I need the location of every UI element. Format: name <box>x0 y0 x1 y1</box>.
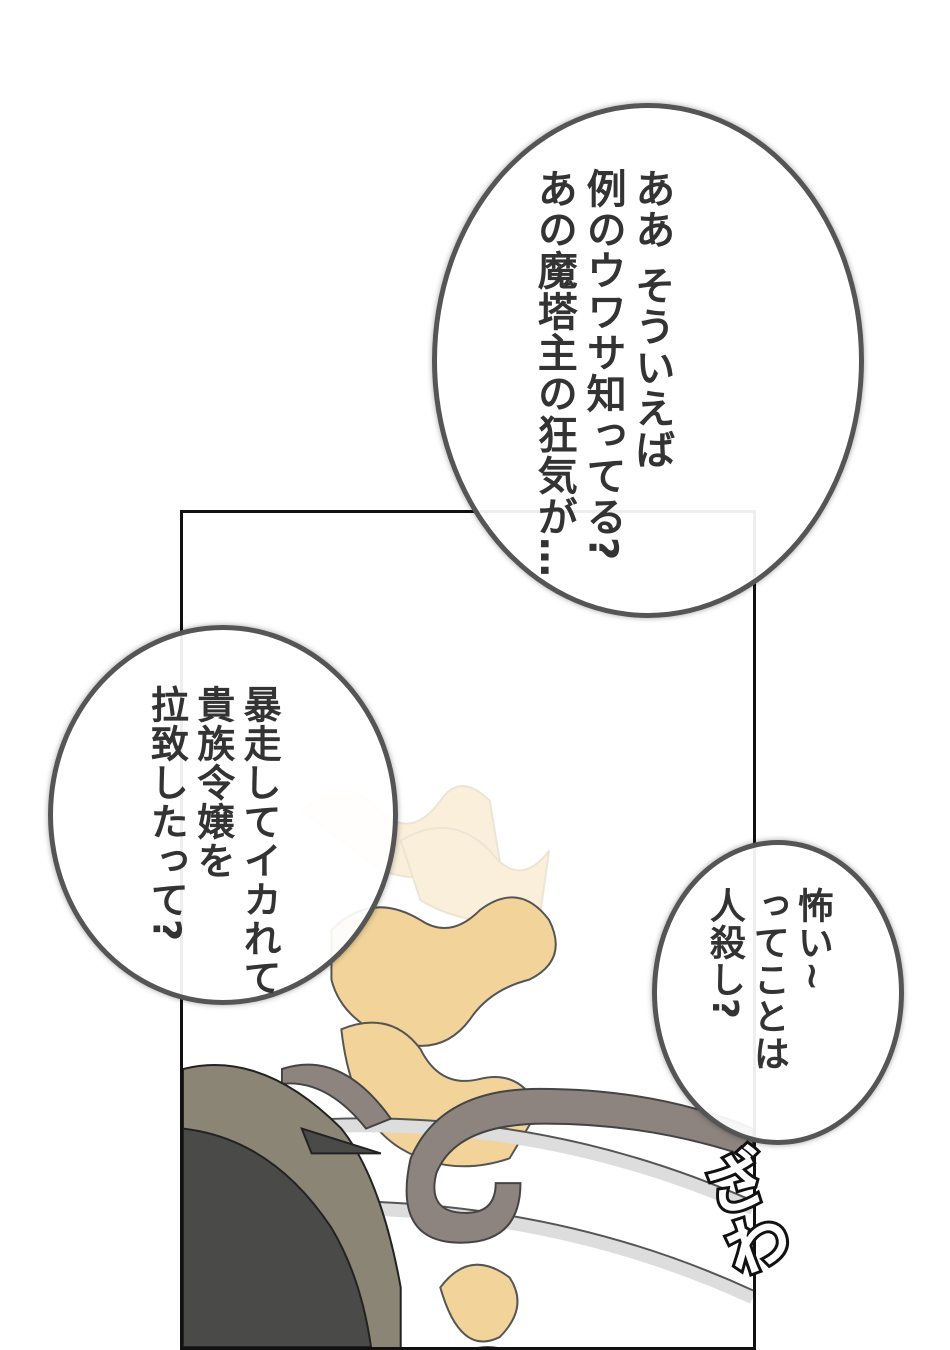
bubble-line: 怖い~ <box>791 887 833 993</box>
bubble-line: 貴族令嬢を <box>190 685 235 880</box>
speech-bubble-text: ああ そういえば 例のウワサ知ってる? あの魔塔主の狂気が… <box>529 168 675 578</box>
ornamental-railing-illustration <box>183 785 753 1347</box>
speech-bubble-right: 怖い~ ってことは 人殺し? <box>652 840 904 1145</box>
bubble-line: 暴走してイカれて <box>237 685 282 997</box>
bubble-line: あの魔塔主の狂気が… <box>530 168 577 578</box>
speech-bubble-left: 暴走してイカれて 貴族令嬢を 拉致したって? <box>48 625 398 1005</box>
bubble-line: ってことは <box>747 887 789 1072</box>
bubble-line: 拉致したって? <box>144 685 189 943</box>
speech-bubble-top-right: ああ そういえば 例のウワサ知ってる? あの魔塔主の狂気が… <box>432 103 864 618</box>
bubble-line: ああ そういえば <box>628 168 675 470</box>
speech-bubble-text: 暴走してイカれて 貴族令嬢を 拉致したって? <box>143 685 282 997</box>
speech-bubble-text: 怖い~ ってことは 人殺し? <box>702 887 834 1072</box>
bubble-line: 人殺し? <box>703 887 745 1020</box>
manga-panel <box>180 510 756 1350</box>
bubble-line: 例のウワサ知ってる? <box>579 168 626 562</box>
